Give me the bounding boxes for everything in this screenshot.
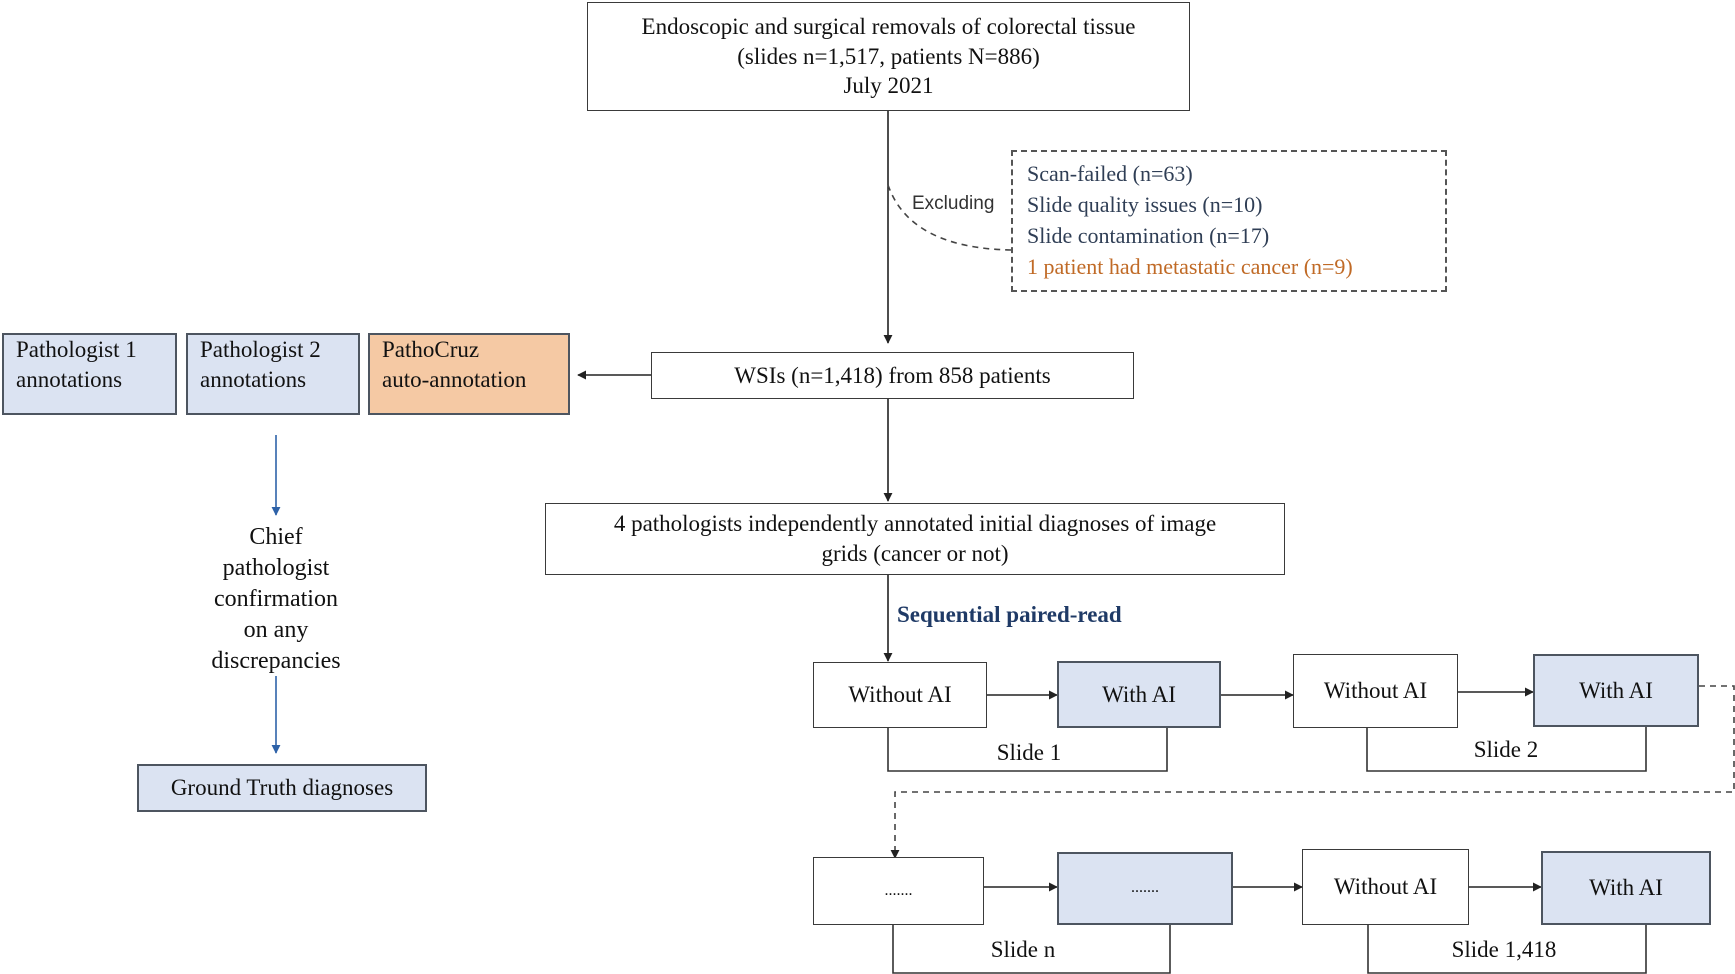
source-line-3: July 2021 xyxy=(843,73,934,99)
pathologist-1-line-2: annotations xyxy=(16,366,123,392)
chief-line: confirmation xyxy=(214,586,338,612)
exclusion-item: Slide contamination (n=17) xyxy=(1027,223,1270,248)
excluding-label: Excluding xyxy=(912,193,995,214)
bracket-slide-n xyxy=(892,925,1171,974)
wsi-box: WSIs (n=1,418) from 858 patients xyxy=(651,352,1134,399)
ellipsis-box: ....... xyxy=(1057,852,1233,925)
bracket-slide-1 xyxy=(887,728,1168,772)
with-ai-label: With AI xyxy=(1102,681,1176,707)
dashed-continuation xyxy=(890,685,1735,859)
bracket-slide-1418 xyxy=(1367,925,1647,974)
chief-line: on any xyxy=(243,617,309,643)
chief-confirmation-text: Chief pathologist confirmation on any di… xyxy=(188,522,364,677)
wsi-label: WSIs (n=1,418) from 858 patients xyxy=(734,362,1051,388)
without-ai-label: Without AI xyxy=(1333,874,1438,900)
pathologist-2-line-1: Pathologist 2 xyxy=(200,337,321,362)
pathocruz-line-2: auto-annotation xyxy=(382,366,527,392)
with-ai-box: With AI xyxy=(1533,654,1699,727)
exclusion-box: Scan-failed (n=63) Slide quality issues … xyxy=(1011,150,1447,292)
source-line-2: (slides n=1,517, patients N=886) xyxy=(737,43,1040,69)
initial-line-1: 4 pathologists independently annotated i… xyxy=(613,511,1217,537)
slide-label: Slide n xyxy=(990,937,1056,962)
ground-truth-label: Ground Truth diagnoses xyxy=(170,775,394,801)
with-ai-label: With AI xyxy=(1579,677,1653,703)
pathologist-2-line-2: annotations xyxy=(200,366,307,392)
ground-truth-box: Ground Truth diagnoses xyxy=(137,764,427,812)
pathologist-2-box: Pathologist 2 annotations xyxy=(186,333,360,415)
bracket-slide-2 xyxy=(1366,727,1647,772)
ellipsis-label: ....... xyxy=(1131,879,1159,897)
initial-diagnoses-box: 4 pathologists independently annotated i… xyxy=(545,503,1285,575)
chief-line: discrepancies xyxy=(211,648,341,674)
excluding-curve xyxy=(887,184,1012,251)
chief-line: pathologist xyxy=(222,555,330,581)
pathologist-1-line-1: Pathologist 1 xyxy=(16,337,137,362)
ellipsis-box: ....... xyxy=(813,857,984,925)
pathologist-1-box: Pathologist 1 annotations xyxy=(2,333,177,415)
pathocruz-box: PathoCruz auto-annotation xyxy=(368,333,570,415)
without-ai-box: Without AI xyxy=(1293,654,1458,728)
initial-line-2: grids (cancer or not) xyxy=(821,541,1009,566)
with-ai-label: With AI xyxy=(1589,875,1663,901)
source-tissue-box: Endoscopic and surgical removals of colo… xyxy=(587,2,1190,111)
exclusion-item-highlighted: 1 patient had metastatic cancer (n=9) xyxy=(1027,254,1353,279)
with-ai-box: With AI xyxy=(1541,851,1711,925)
exclusion-item: Slide quality issues (n=10) xyxy=(1027,192,1263,217)
slide-label: Slide 2 xyxy=(1473,737,1539,762)
source-line-1: Endoscopic and surgical removals of colo… xyxy=(641,13,1136,39)
without-ai-box: Without AI xyxy=(813,662,987,728)
ellipsis-label: ....... xyxy=(884,881,913,899)
exclusion-item: Scan-failed (n=63) xyxy=(1027,161,1193,186)
pathocruz-line-1: PathoCruz xyxy=(382,337,480,362)
slide-label: Slide 1 xyxy=(996,740,1062,765)
chief-line: Chief xyxy=(249,524,303,550)
without-ai-box: Without AI xyxy=(1302,849,1469,925)
sequential-paired-read-label: Sequential paired-read xyxy=(897,602,1122,627)
without-ai-label: Without AI xyxy=(1323,678,1428,704)
with-ai-box: With AI xyxy=(1057,661,1221,728)
without-ai-label: Without AI xyxy=(848,682,952,708)
slide-label: Slide 1,418 xyxy=(1451,937,1557,962)
